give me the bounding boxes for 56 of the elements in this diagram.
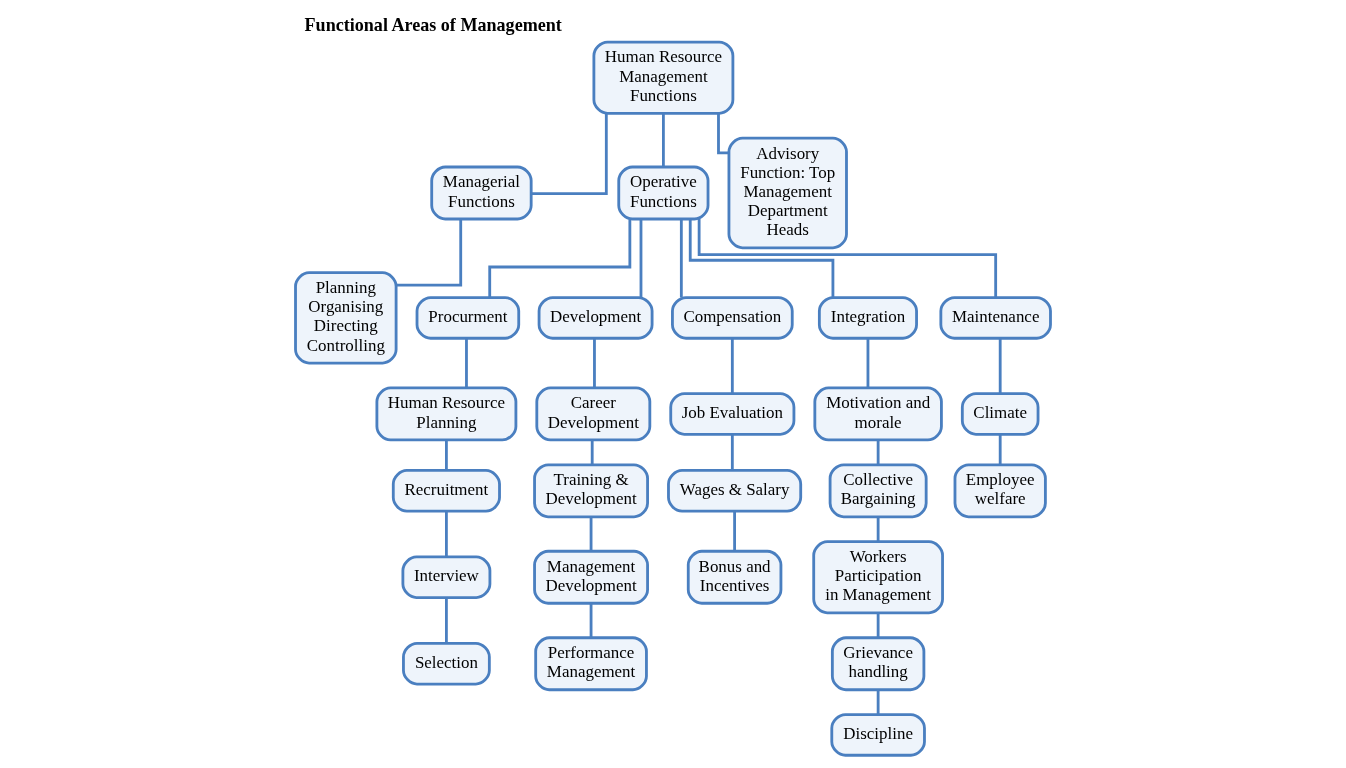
node-box: Wages & Salary	[667, 469, 803, 513]
node-box: Job Evaluation	[669, 392, 796, 436]
node-box: Discipline	[830, 713, 926, 757]
node-box: Advisory Function: Top Management Department Heads	[727, 136, 848, 250]
node-box: Compensation	[671, 296, 794, 340]
connector	[876, 517, 880, 542]
connector	[445, 511, 448, 557]
node-box: Recruitment	[391, 469, 501, 513]
connector	[589, 517, 593, 551]
connector	[593, 338, 596, 388]
node-box: Career Development	[535, 386, 652, 442]
connector	[445, 439, 448, 471]
connector	[445, 597, 448, 644]
connector	[639, 219, 643, 298]
connector	[733, 511, 736, 551]
connector	[589, 603, 593, 638]
node-box: Motivation and morale	[813, 386, 943, 442]
connector	[876, 689, 880, 715]
connector	[876, 612, 880, 638]
connector	[488, 219, 632, 298]
node-box: Collective Bargaining	[828, 463, 928, 519]
connector	[661, 113, 665, 167]
node-box: Training & Development	[533, 463, 649, 519]
connector	[679, 219, 683, 298]
node-box: Interview	[401, 555, 492, 599]
node-box: Planning Organising Directing Controlling	[294, 271, 398, 365]
node-box: Performance Management	[534, 636, 648, 692]
connector	[730, 434, 734, 471]
node-box: Climate	[960, 392, 1040, 436]
node-box: Employee welfare	[953, 463, 1047, 519]
connector	[998, 338, 1002, 394]
node-box: Operative Functions	[617, 165, 710, 221]
connector	[465, 338, 468, 388]
connector	[998, 434, 1002, 465]
node-box: Procurment	[415, 296, 521, 340]
connector	[531, 113, 608, 195]
node-box: Maintenance	[939, 296, 1052, 340]
node-box: Managerial Functions	[430, 165, 533, 221]
connector	[396, 219, 463, 287]
node-box: Human Resource Management Functions	[592, 40, 735, 115]
connector	[730, 338, 734, 394]
node-box: Selection	[402, 641, 491, 686]
connector	[590, 439, 594, 465]
node-box: Grievance handling	[830, 636, 926, 692]
connector	[697, 219, 998, 298]
connector	[876, 439, 880, 465]
connector	[866, 338, 870, 388]
node-box: Development	[537, 296, 654, 340]
diagram-title: Functional Areas of Management	[304, 14, 562, 35]
node-box: Workers Participation in Management	[812, 540, 944, 615]
connector	[688, 219, 835, 298]
node-box: Human Resource Planning	[375, 386, 518, 442]
node-box: Management Development	[533, 549, 649, 605]
connector	[717, 113, 729, 155]
node-box: Bonus and Incentives	[686, 549, 783, 605]
node-box: Integration	[817, 296, 918, 340]
